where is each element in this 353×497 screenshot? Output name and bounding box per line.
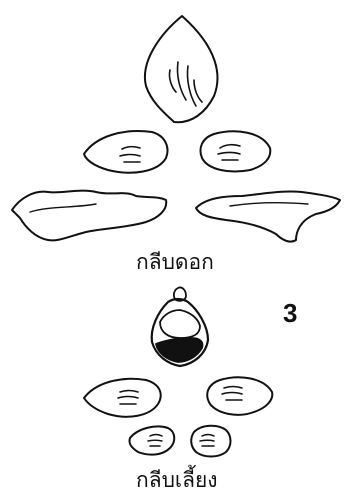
left-long-petal: [12, 191, 166, 241]
left-dorsal-sepal: [84, 379, 161, 417]
figure-number: 3: [283, 298, 297, 329]
left-lateral-petal: [84, 131, 167, 173]
right-dorsal-sepal: [207, 377, 272, 415]
anther-cap: [152, 287, 208, 366]
dorsal-petal: [145, 16, 218, 122]
petals-group: [12, 16, 340, 242]
right-lateral-petal: [201, 131, 271, 171]
right-long-petal: [196, 191, 340, 241]
lower-left-sepal: [129, 426, 174, 454]
lower-right-sepal: [191, 426, 230, 457]
sepals-caption: กลีบเลี้ยง: [136, 464, 218, 497]
sepals-group: [84, 287, 272, 456]
petals-caption: กลีบดอก: [136, 246, 214, 279]
